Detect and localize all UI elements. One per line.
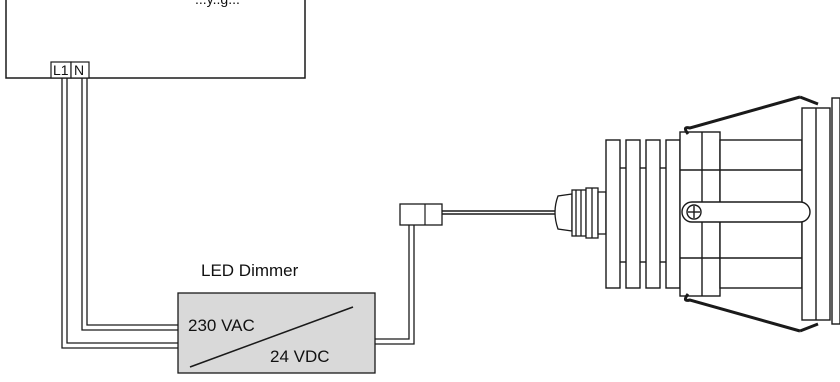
- dimmer-box: [177, 292, 376, 374]
- fixture-lens: [831, 97, 840, 325]
- dimmer-title: LED Dimmer: [201, 261, 299, 280]
- connector-box: [399, 203, 443, 226]
- led-dimmer: LED Dimmer 230 VAC 24 VDC: [177, 261, 376, 374]
- terminal-n-label: N: [74, 62, 84, 78]
- heatsink-fin-4: [665, 139, 681, 289]
- terminal-l1-label: L1: [53, 62, 69, 78]
- gland-nut: [597, 191, 607, 235]
- spring-tip-top: [799, 95, 819, 106]
- cable-connector: [399, 203, 443, 226]
- l1-wire-inner: [66, 78, 178, 344]
- light-cable: [442, 210, 560, 215]
- mains-cable: [61, 78, 178, 349]
- n-wire-outer: [81, 78, 178, 331]
- terminal-n: [70, 61, 90, 79]
- spring-arm-top: [683, 95, 801, 135]
- dimmer-diagonal: [189, 306, 354, 368]
- heatsink-fin-2: [625, 139, 641, 289]
- distribution-panel: ...y..g... L1 N: [5, 0, 306, 79]
- output-wire-inner: [375, 225, 410, 340]
- gland-nose: [554, 193, 573, 232]
- l1-wire-outer: [61, 78, 178, 349]
- dimmer-input-label: 230 VAC: [188, 316, 255, 335]
- heatsink-fin-1: [605, 139, 621, 289]
- spring-arm-bottom: [683, 293, 801, 333]
- led-light-fixture: [605, 95, 840, 333]
- spring-clip-rod: [681, 201, 811, 223]
- dimmer-output-label: 24 VDC: [270, 347, 330, 366]
- heatsink-fin-3: [645, 139, 661, 289]
- panel-partial-label: ...y..g...: [195, 0, 240, 7]
- gland-ring-1: [571, 189, 587, 237]
- output-cable: [375, 225, 415, 345]
- spring-tip-bottom: [799, 322, 819, 333]
- cable-gland: [554, 187, 607, 239]
- output-wire-outer: [375, 225, 415, 345]
- n-wire-inner: [86, 78, 178, 326]
